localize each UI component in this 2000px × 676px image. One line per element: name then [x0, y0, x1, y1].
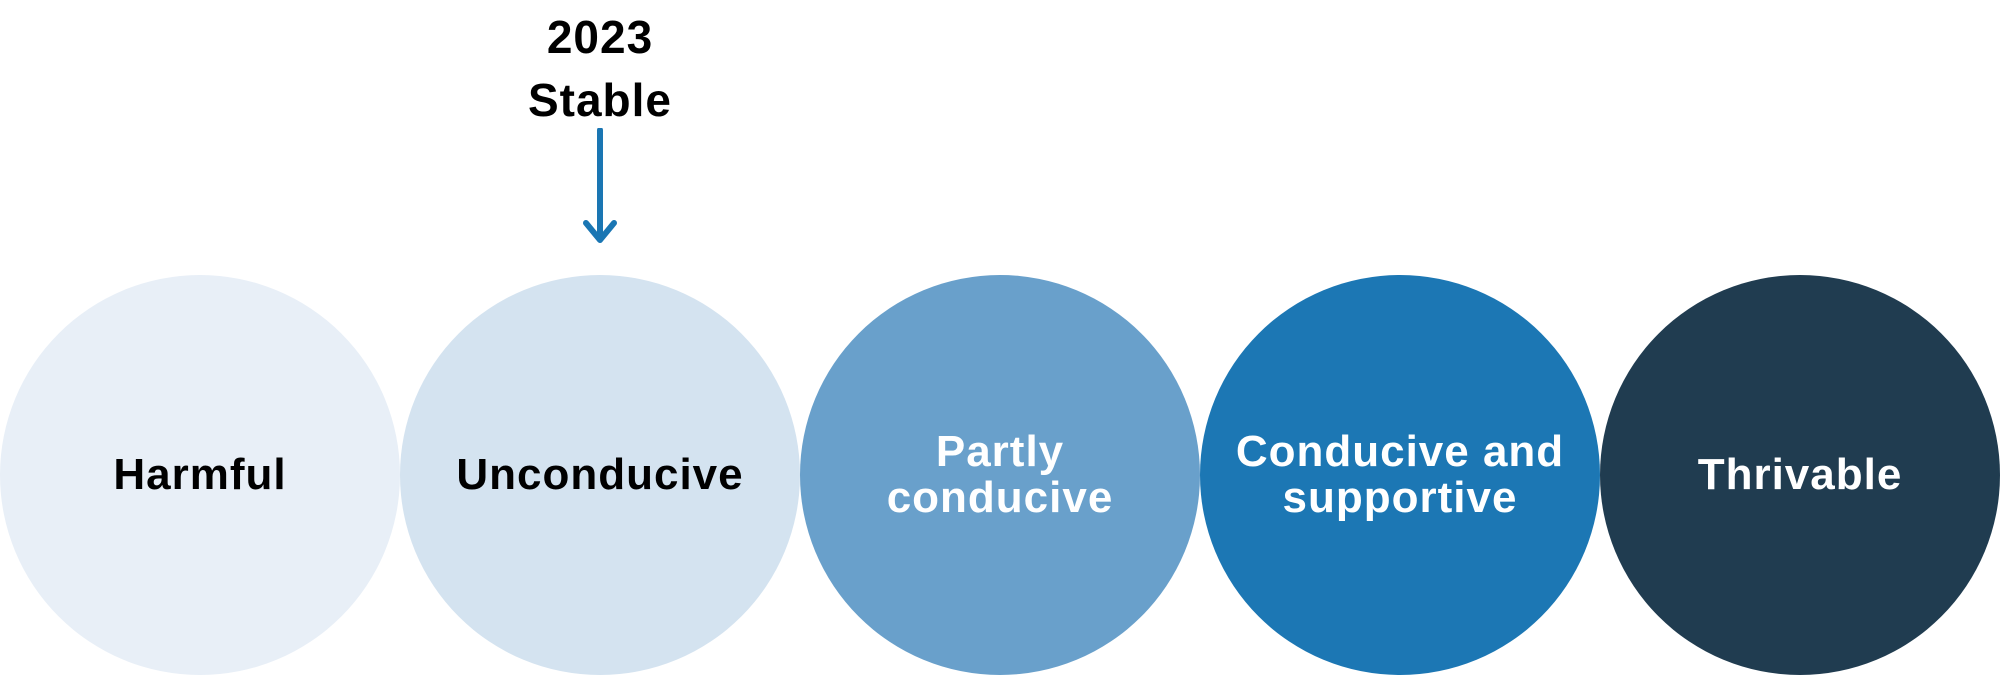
stage-unconducive: Unconducive	[400, 275, 800, 675]
stage-thrivable: Thrivable	[1600, 275, 2000, 675]
down-arrow-icon	[583, 128, 617, 243]
current-position-marker: 2023 Stable	[480, 0, 720, 250]
stage-label: Unconducive	[456, 450, 744, 499]
stage-harmful: Harmful	[0, 275, 400, 675]
marker-status: Stable	[527, 74, 673, 126]
stage-partly-conducive: Partly conducive	[800, 275, 1200, 675]
stage-label: Harmful	[113, 450, 287, 499]
stage-label: Conducive and supportive	[1235, 427, 1565, 522]
stage-label: Partly conducive	[886, 427, 1114, 522]
stage-scale: Harmful Unconducive Partly conducive Con…	[0, 275, 2000, 676]
stage-conducive-and-supportive: Conducive and supportive	[1200, 275, 1600, 675]
arrow-head	[583, 220, 617, 243]
stage-label: Thrivable	[1697, 450, 1903, 499]
marker-year: 2023	[546, 11, 654, 63]
